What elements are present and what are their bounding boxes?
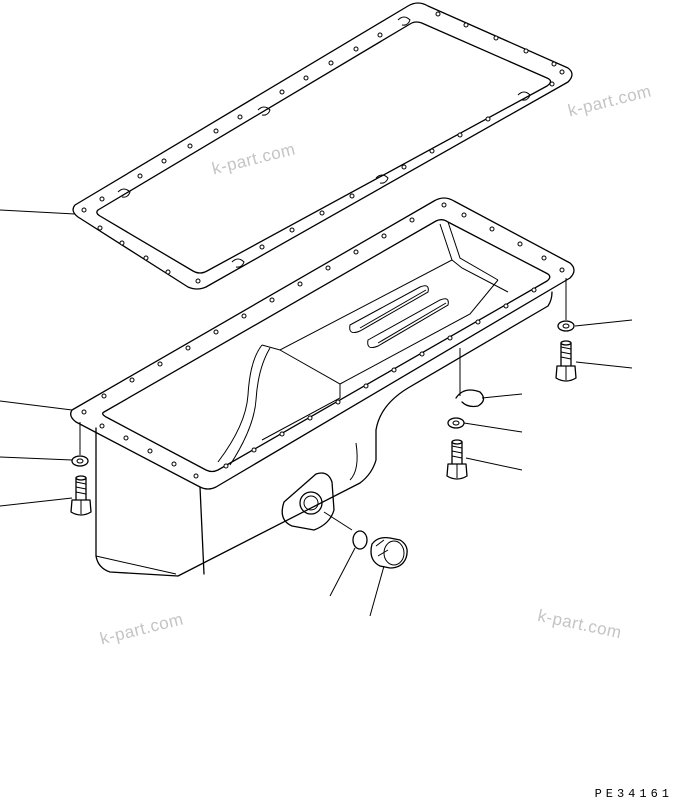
oil-pan-gasket: [72, 2, 573, 290]
oil-pan: [70, 197, 575, 577]
washer-left: [71, 422, 89, 467]
washer-right-top: [557, 278, 575, 332]
leader-lines: [0, 209, 633, 617]
bolt-right-mid: [446, 439, 468, 480]
bolt-right-top: [555, 340, 577, 382]
o-ring: [323, 511, 368, 550]
bolt-left: [70, 475, 92, 516]
washer-right-mid: [447, 417, 465, 429]
gasket-bolt-holes: [81, 11, 565, 284]
figure-code: PE34161: [594, 787, 673, 801]
drain-plug: [370, 536, 408, 569]
oil-pan-bolt-holes: [81, 202, 565, 479]
clip: [455, 348, 485, 408]
